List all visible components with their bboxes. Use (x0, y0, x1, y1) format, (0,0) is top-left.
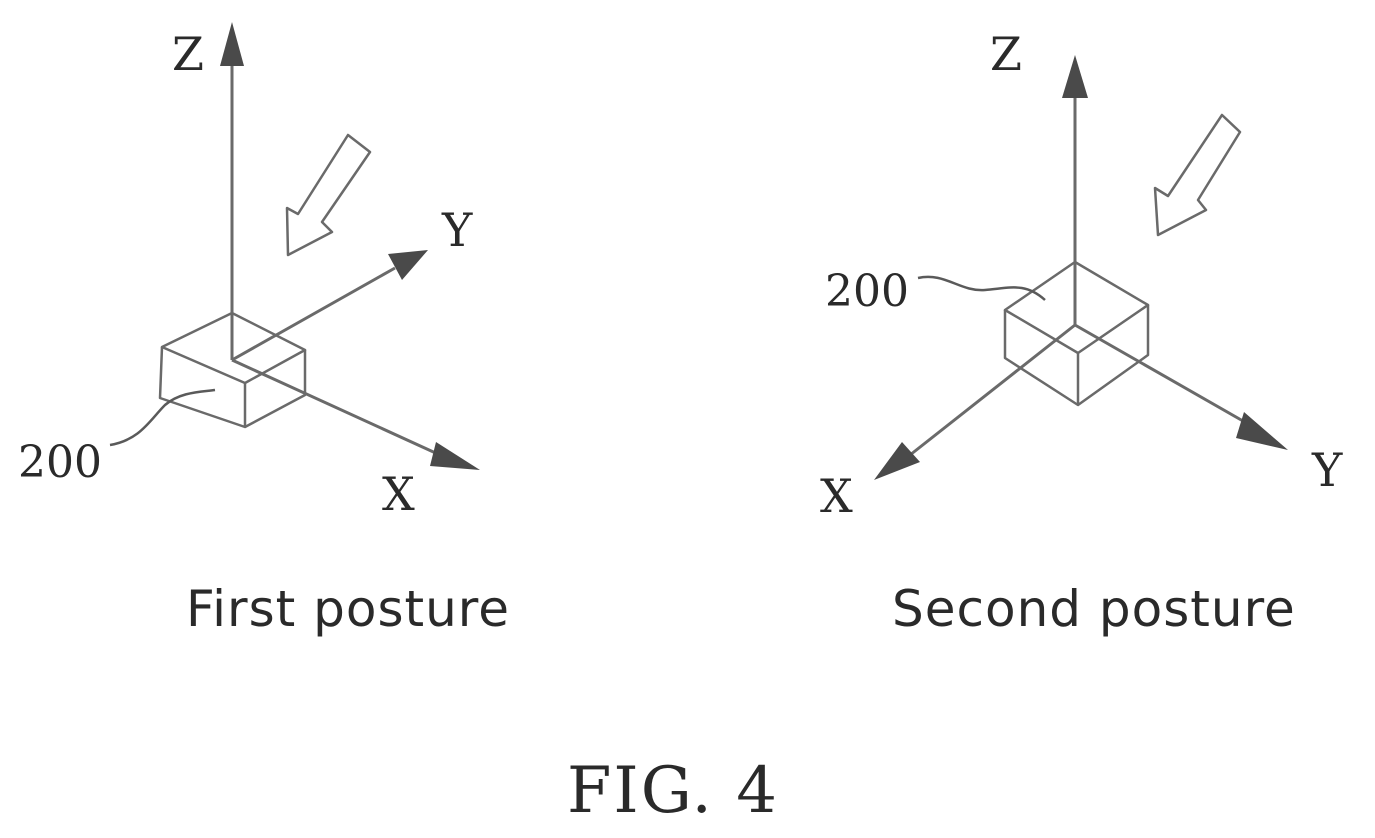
x-axis (874, 325, 1075, 480)
z-axis (1062, 55, 1088, 325)
x-axis-label: X (382, 467, 415, 521)
x-axis-label: X (820, 469, 853, 523)
y-axis-label: Y (1311, 443, 1343, 497)
z-axis (220, 22, 244, 360)
z-axis-label: Z (172, 27, 204, 81)
figure-title: FIG. 4 (567, 754, 779, 828)
z-axis-label: Z (990, 27, 1022, 81)
panel-first-posture: Z Y X 200 First posture (18, 22, 510, 638)
panel-caption: First posture (186, 580, 510, 638)
light-direction-arrow (1155, 115, 1240, 235)
y-axis-label: Y (441, 203, 473, 257)
light-direction-arrow (287, 135, 370, 255)
y-axis (232, 250, 428, 360)
panel-caption: Second posture (892, 580, 1296, 638)
reference-numeral: 200 (825, 266, 909, 317)
panel-second-posture: Z Y X 200 Second posture (820, 27, 1343, 638)
y-axis (1075, 325, 1288, 450)
reference-numeral: 200 (18, 437, 102, 488)
